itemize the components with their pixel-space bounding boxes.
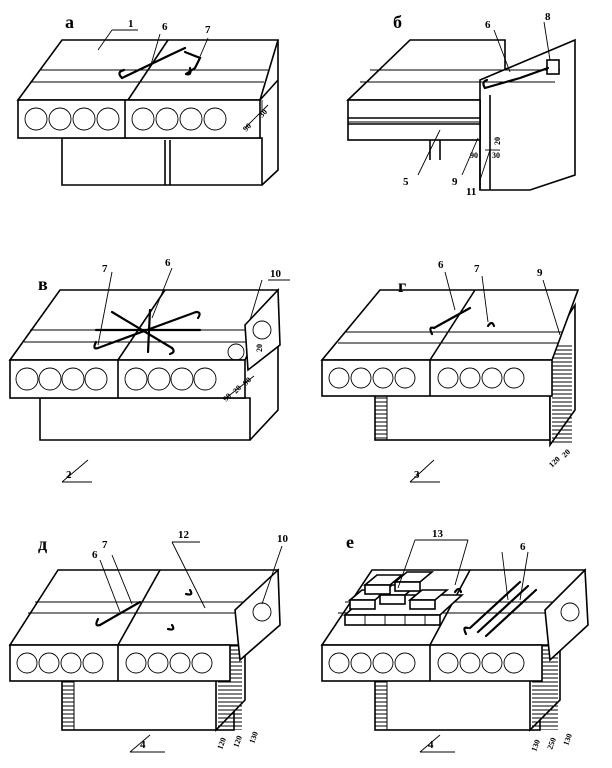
panel-b: б 6 8 5 9 11 20 90 30 xyxy=(346,11,576,198)
callout: 1 xyxy=(128,18,134,30)
hollow-cores xyxy=(15,367,217,391)
dimension: 130 xyxy=(529,738,542,752)
anchor-rods xyxy=(468,580,538,638)
panel-letter: в xyxy=(38,274,48,294)
panel-v: в 7 6 10 2 20 90 20 90 xyxy=(8,257,290,483)
anchor-rod xyxy=(120,46,187,80)
slab-front xyxy=(17,99,261,139)
brick-stack xyxy=(342,571,465,626)
callout: 9 xyxy=(452,176,458,188)
hollow-cores xyxy=(16,652,213,674)
panel-g: г 6 7 9 3 120 20 xyxy=(320,259,580,483)
callout: 10 xyxy=(277,533,289,545)
hollow-cores xyxy=(328,367,525,389)
callout: 11 xyxy=(466,186,476,198)
wall-front xyxy=(61,679,235,731)
callout: 9 xyxy=(537,267,543,279)
panel-letter: а xyxy=(65,12,74,32)
wall-front xyxy=(374,394,551,441)
anchor-rod xyxy=(432,306,472,330)
callout: 2 xyxy=(66,469,72,481)
callout: 6 xyxy=(92,549,98,561)
callout: 8 xyxy=(545,11,551,23)
hollow-cores xyxy=(328,652,525,674)
dimension: 20 xyxy=(493,137,502,145)
callout: 4 xyxy=(140,739,146,751)
hollow-cores xyxy=(24,107,227,131)
wall-front xyxy=(39,397,251,441)
callout: 4 xyxy=(428,739,434,751)
wall-front xyxy=(374,679,541,731)
panel-letter: д xyxy=(38,534,47,554)
cross-ties xyxy=(94,308,202,354)
panel-e: е 13 6 4 130 250 130 xyxy=(320,528,589,753)
slab-front xyxy=(9,359,246,399)
panel-letter: б xyxy=(393,12,402,32)
callout: 7 xyxy=(102,539,108,551)
slab-top xyxy=(320,289,580,361)
dimension: 120 xyxy=(547,455,562,470)
callout: 6 xyxy=(162,21,168,33)
slab-front xyxy=(321,359,553,397)
dimension: 20 xyxy=(560,447,572,459)
dimension: 120 xyxy=(231,734,244,748)
callout: 3 xyxy=(414,469,420,481)
panel-letter: г xyxy=(398,276,406,296)
slab-front xyxy=(9,644,231,682)
dimension: 130 xyxy=(561,732,574,746)
adjacent-slab xyxy=(244,288,281,372)
callout: 7 xyxy=(102,263,108,275)
anchor-rod xyxy=(483,66,550,90)
anchor-rod xyxy=(98,600,142,627)
callout: 7 xyxy=(474,263,480,275)
dimension: 250 xyxy=(545,736,558,750)
callout: 6 xyxy=(438,259,444,271)
slab-front xyxy=(321,644,543,682)
dimension: 20 xyxy=(255,344,264,352)
callout: 6 xyxy=(165,257,171,269)
panel-letter: е xyxy=(346,532,354,552)
panel-a: а 1 6 7 90 30 xyxy=(16,12,280,186)
wall-front xyxy=(61,137,263,186)
callout: 13 xyxy=(432,528,444,540)
callout: 7 xyxy=(205,24,211,36)
dimension: 120 xyxy=(215,736,228,750)
adjacent-slab xyxy=(544,568,589,662)
callout: 12 xyxy=(178,529,190,541)
adjacent-slab xyxy=(234,568,281,662)
dimension: 130 xyxy=(247,730,260,744)
panel-d: д 7 6 12 10 4 120 120 130 xyxy=(8,529,289,753)
dimension: 90 xyxy=(470,151,478,160)
slab-top xyxy=(8,289,280,361)
callout: 6 xyxy=(520,541,526,553)
callout: 5 xyxy=(403,176,409,188)
anchor-plate xyxy=(546,59,560,75)
callout: 6 xyxy=(485,19,491,31)
callout: 10 xyxy=(270,268,282,280)
dimension: 30 xyxy=(492,151,500,160)
